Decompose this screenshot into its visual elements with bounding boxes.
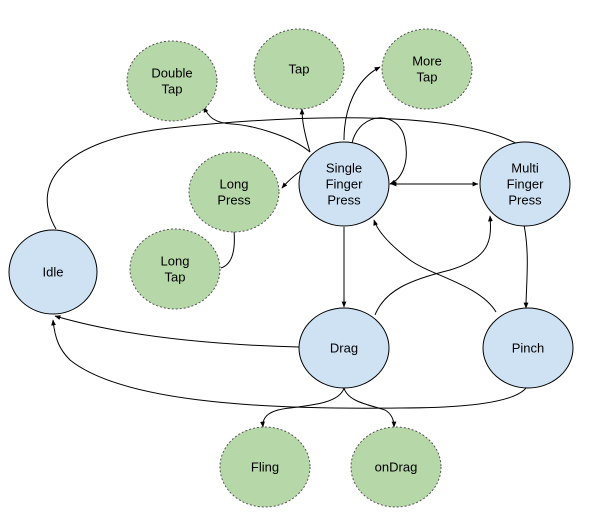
node-double-tap-label: Tap: [162, 82, 183, 97]
node-drag-shape: [298, 307, 390, 389]
node-ondrag-shape: [350, 426, 442, 508]
node-double-tap-shape: [126, 40, 218, 122]
node-idle-label: Idle: [43, 265, 64, 280]
edges: [46, 66, 529, 428]
node-long-tap-shape: [129, 228, 221, 310]
node-more-tap-label: Tap: [417, 70, 438, 85]
node-more-tap-label: More: [412, 54, 442, 69]
edge-pinch-to-idle: [51, 319, 529, 409]
node-fling[interactable]: Fling: [219, 426, 311, 508]
node-idle-shape: [8, 229, 98, 315]
node-long-tap-label: Tap: [165, 270, 186, 285]
node-drag-label: Drag: [330, 341, 358, 356]
edge-drag-to-multi-press: [374, 215, 493, 316]
node-idle[interactable]: Idle: [8, 229, 98, 315]
node-tap-shape: [253, 28, 345, 110]
node-multi-finger-press-label: Finger: [507, 177, 545, 192]
node-pinch-label: Pinch: [512, 341, 545, 356]
edge-single-press-to-tap: [299, 108, 311, 153]
node-fling-shape: [219, 426, 311, 508]
node-ondrag-label: onDrag: [375, 460, 418, 475]
node-double-tap-label: Double: [151, 66, 192, 81]
edge-long-press-to-long-tap: [220, 230, 235, 269]
edge-pinch-to-single-press: [373, 219, 497, 313]
edge-single-press-to-double-tap: [203, 106, 311, 153]
node-multi-finger-press-shape: [479, 141, 571, 227]
node-long-press-label: Press: [217, 193, 251, 208]
node-pinch-shape: [482, 307, 574, 389]
node-fling-label: Fling: [251, 460, 279, 475]
node-single-finger-press-label: Press: [327, 193, 361, 208]
node-more-tap-shape: [381, 28, 473, 110]
node-single-finger-press-label: Single: [326, 161, 362, 176]
node-tap[interactable]: Tap: [253, 28, 345, 110]
node-ondrag[interactable]: onDrag: [350, 426, 442, 508]
edge-single-press-to-more-tap: [343, 66, 381, 141]
edge-drag-to-fling: [260, 387, 345, 428]
edge-drag-to-idle: [54, 315, 300, 348]
node-single-finger-press-label: Finger: [326, 177, 364, 192]
edge-single-press-self-loop: [351, 117, 407, 185]
node-tap-label: Tap: [289, 62, 310, 77]
node-long-press-shape: [188, 151, 280, 233]
node-multi-finger-press-label: Press: [508, 193, 542, 208]
edge-drag-to-ondrag: [343, 387, 397, 428]
node-long-tap-label: Long: [161, 254, 190, 269]
edge-multi-press-to-pinch: [523, 224, 529, 309]
edge-single-press-to-long-press: [281, 169, 303, 189]
node-drag[interactable]: Drag: [298, 307, 390, 389]
node-long-press-label: Long: [220, 177, 249, 192]
edge-idle-to-multi-finger-press: [46, 117, 525, 230]
node-single-finger-press-shape: [298, 141, 390, 227]
node-multi-finger-press-label: Multi: [511, 161, 539, 176]
node-pinch[interactable]: Pinch: [482, 307, 574, 389]
